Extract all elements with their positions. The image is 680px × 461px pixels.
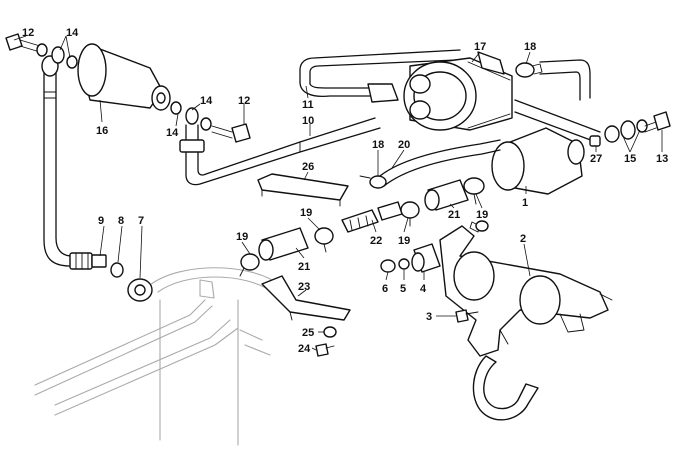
clamp-18-top bbox=[515, 62, 543, 78]
callout-17: 17 bbox=[474, 41, 486, 53]
nut-7 bbox=[127, 278, 153, 302]
callout-12-left: 12 bbox=[22, 27, 34, 39]
callout-6: 6 bbox=[382, 283, 388, 295]
banjo-fitting-right bbox=[604, 119, 648, 143]
fuel-pipe-11 bbox=[299, 49, 461, 103]
clamp-19-mid-right bbox=[400, 201, 420, 227]
callout-13: 13 bbox=[656, 153, 668, 165]
callout-23: 23 bbox=[298, 281, 310, 293]
callout-19-mid-right: 19 bbox=[398, 235, 410, 247]
bolt-24 bbox=[315, 343, 335, 357]
callout-22: 22 bbox=[370, 235, 382, 247]
callout-1: 1 bbox=[522, 197, 528, 209]
callout-18-mid: 18 bbox=[372, 139, 384, 151]
washer-14-left-b bbox=[66, 55, 78, 69]
callout-16: 16 bbox=[96, 125, 108, 137]
callout-7: 7 bbox=[138, 215, 144, 227]
nut-bracket-top bbox=[475, 220, 489, 232]
union-fitting-9 bbox=[69, 252, 107, 270]
rubber-mount-4 bbox=[411, 243, 441, 273]
small-clip-27 bbox=[589, 135, 601, 147]
callout-8: 8 bbox=[118, 215, 124, 227]
nut-6 bbox=[380, 259, 396, 273]
callout-19-left: 19 bbox=[236, 231, 248, 243]
banjo-fitting-left bbox=[51, 46, 65, 64]
callout-24: 24 bbox=[298, 343, 311, 355]
callout-20: 20 bbox=[398, 139, 410, 151]
chassis-background-pipes bbox=[34, 267, 281, 446]
hose-21-right bbox=[424, 179, 469, 211]
fuel-pump-17 bbox=[403, 51, 513, 131]
hose-21-left bbox=[258, 227, 309, 261]
callout-15: 15 bbox=[624, 153, 636, 165]
callout-21-right: 21 bbox=[448, 209, 460, 221]
left-fuel-line bbox=[41, 55, 73, 267]
banjo-fitting-mid bbox=[185, 107, 199, 125]
return-pipe-right bbox=[514, 59, 601, 143]
washer-14-mid-b bbox=[200, 117, 212, 131]
callout-21-left: 21 bbox=[298, 261, 310, 273]
callout-3: 3 bbox=[426, 311, 432, 323]
fuel-hose-20 bbox=[359, 139, 501, 189]
washer-14-left-a bbox=[36, 43, 48, 57]
washer-5 bbox=[398, 258, 410, 270]
callout-2: 2 bbox=[520, 233, 526, 245]
fuel-filter-16 bbox=[77, 43, 171, 111]
washer-8 bbox=[110, 262, 124, 278]
callout-9: 9 bbox=[98, 215, 104, 227]
bracket-26 bbox=[257, 173, 349, 207]
callout-10: 10 bbox=[302, 115, 314, 127]
callout-25: 25 bbox=[302, 327, 314, 339]
callout-12-mid: 12 bbox=[238, 95, 250, 107]
leader-lines bbox=[13, 35, 663, 351]
strap-band bbox=[472, 355, 539, 421]
callout-27: 27 bbox=[590, 153, 602, 165]
callout-4: 4 bbox=[420, 283, 427, 295]
callout-14-mid-lower: 14 bbox=[166, 127, 179, 139]
callout-14-top-left: 14 bbox=[66, 27, 79, 39]
callout-26: 26 bbox=[302, 161, 314, 173]
banjo-bolt-13 bbox=[644, 111, 671, 133]
fuel-hose-10 bbox=[179, 117, 381, 186]
callout-19-right: 19 bbox=[476, 209, 488, 221]
bracket-23 bbox=[261, 275, 351, 321]
banjo-bolt-12-left bbox=[5, 33, 41, 53]
banjo-bolt-12-mid bbox=[211, 123, 251, 143]
clamp-19-right bbox=[463, 177, 485, 205]
callout-14-mid-upper: 14 bbox=[200, 95, 213, 107]
callout-labels: 12 14 16 14 14 12 11 10 17 18 27 15 13 1… bbox=[22, 27, 668, 355]
clamp-19-left bbox=[239, 253, 260, 277]
callout-11: 11 bbox=[302, 99, 314, 111]
callout-19-mid-left: 19 bbox=[300, 207, 312, 219]
nut-25 bbox=[323, 326, 337, 338]
connector-22 bbox=[341, 201, 403, 233]
callout-5: 5 bbox=[400, 283, 406, 295]
washer-14-mid-a bbox=[170, 101, 182, 115]
callout-18-top: 18 bbox=[524, 41, 536, 53]
accumulator-1 bbox=[491, 127, 585, 195]
bolt-3 bbox=[455, 309, 479, 323]
pump-carrier-2 bbox=[439, 221, 613, 357]
clamp-19-mid-left bbox=[314, 227, 334, 253]
